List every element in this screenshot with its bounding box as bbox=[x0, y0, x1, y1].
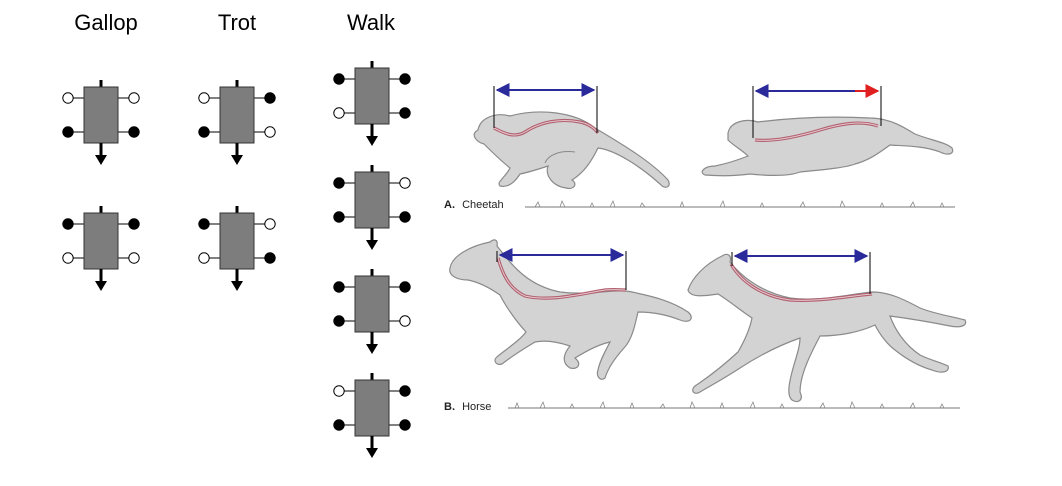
horse-ground bbox=[508, 400, 960, 409]
gait-walk-state-4 bbox=[333, 373, 411, 458]
direction-arrow-head bbox=[366, 344, 378, 354]
direction-arrow-head bbox=[231, 155, 243, 165]
foot-swing-dot bbox=[399, 177, 411, 189]
gait-title-walk: Walk bbox=[346, 10, 396, 35]
body-box bbox=[354, 379, 390, 437]
gait-gallop-state-2 bbox=[62, 206, 140, 291]
body-box bbox=[354, 275, 390, 333]
foot-stance-dot bbox=[333, 211, 345, 223]
gait-title-trot: Trot bbox=[217, 10, 257, 35]
horse-stride-arrow-1 bbox=[496, 248, 627, 290]
direction-arrow-head bbox=[231, 281, 243, 291]
cheetah-stride-arrow-2 bbox=[752, 84, 882, 138]
panel-label-horse: B. Horse bbox=[444, 401, 491, 413]
direction-arrow-head bbox=[95, 155, 107, 165]
foot-stance-dot bbox=[62, 126, 74, 138]
foot-stance-dot bbox=[333, 177, 345, 189]
foot-stance-dot bbox=[128, 218, 140, 230]
cheetah-gathered bbox=[473, 111, 670, 189]
foot-stance-dot bbox=[399, 385, 411, 397]
gait-walk-state-3 bbox=[333, 269, 411, 354]
foot-stance-dot bbox=[333, 73, 345, 85]
foot-swing-dot bbox=[62, 92, 74, 104]
horse-gathered bbox=[449, 239, 692, 380]
foot-stance-dot bbox=[333, 419, 345, 431]
direction-arrow-head bbox=[366, 448, 378, 458]
foot-swing-dot bbox=[333, 107, 345, 119]
foot-stance-dot bbox=[399, 211, 411, 223]
foot-stance-dot bbox=[333, 281, 345, 293]
direction-arrow-head bbox=[366, 136, 378, 146]
foot-swing-dot bbox=[198, 252, 210, 264]
foot-stance-dot bbox=[399, 281, 411, 293]
body-box bbox=[354, 171, 390, 229]
gait-diagrams bbox=[62, 61, 411, 458]
body-box bbox=[219, 212, 255, 270]
cheetah-extended bbox=[701, 116, 954, 177]
foot-stance-dot bbox=[399, 107, 411, 119]
gait-gallop-state-1 bbox=[62, 80, 140, 165]
foot-swing-dot bbox=[62, 252, 74, 264]
body-box bbox=[83, 212, 119, 270]
foot-swing-dot bbox=[264, 218, 276, 230]
foot-swing-dot bbox=[198, 92, 210, 104]
foot-swing-dot bbox=[399, 315, 411, 327]
gait-trot-state-2 bbox=[198, 206, 276, 291]
horse-extended bbox=[687, 253, 967, 403]
gait-walk-state-1 bbox=[333, 61, 411, 146]
gait-title-gallop: Gallop bbox=[74, 10, 138, 35]
foot-swing-dot bbox=[128, 252, 140, 264]
direction-arrow-head bbox=[366, 240, 378, 250]
foot-stance-dot bbox=[264, 92, 276, 104]
foot-stance-dot bbox=[264, 252, 276, 264]
foot-stance-dot bbox=[399, 419, 411, 431]
foot-stance-dot bbox=[333, 315, 345, 327]
foot-swing-dot bbox=[128, 92, 140, 104]
panel-label-cheetah: A. Cheetah bbox=[444, 199, 504, 211]
horse-stride-arrow-2 bbox=[731, 249, 871, 294]
cheetah-stride-arrow-1 bbox=[493, 83, 598, 133]
foot-stance-dot bbox=[399, 73, 411, 85]
foot-swing-dot bbox=[333, 385, 345, 397]
cheetah-ground bbox=[525, 199, 955, 208]
direction-arrow-head bbox=[95, 281, 107, 291]
foot-stance-dot bbox=[62, 218, 74, 230]
foot-stance-dot bbox=[128, 126, 140, 138]
foot-stance-dot bbox=[198, 218, 210, 230]
foot-stance-dot bbox=[198, 126, 210, 138]
foot-swing-dot bbox=[264, 126, 276, 138]
gait-trot-state-1 bbox=[198, 80, 276, 165]
gait-walk-state-2 bbox=[333, 165, 411, 250]
